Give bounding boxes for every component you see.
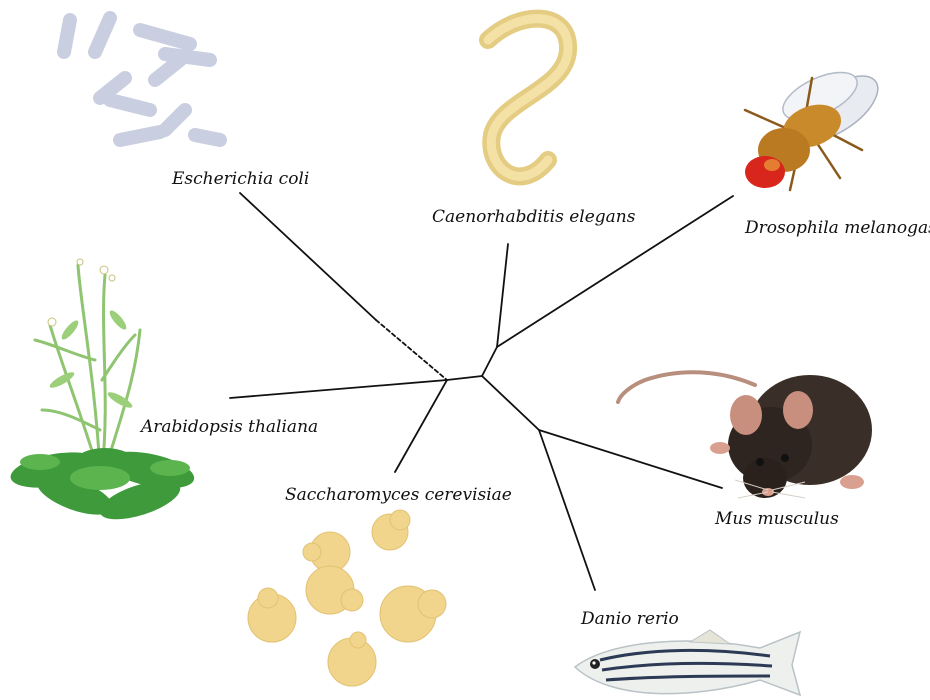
label-danio-rerio: Danio rerio [580,609,679,629]
escherichia-coli-illustration [64,18,220,140]
caenorhabditis-elegans-illustration [488,19,568,177]
label-escherichia-coli: Escherichia coli [171,169,309,189]
drosophila-melanogaster-illustration [745,63,888,190]
danio-rerio-illustration [575,630,800,695]
label-saccharomyces-cerevisiae: Saccharomyces cerevisiae [285,485,512,505]
label-arabidopsis-thaliana: Arabidopsis thaliana [139,417,318,437]
branch-escherichia-coli-dashed [376,320,447,380]
label-caenorhabditis-elegans: Caenorhabditis elegans [432,207,636,227]
branch-danio-rerio [539,430,595,590]
branch-mus-musculus [539,430,722,488]
branch-saccharomyces-cerevisiae [395,380,447,472]
tree-branches [230,193,733,590]
branch-internal-upper [482,347,497,376]
branch-caenorhabditis-elegans [497,244,508,347]
arabidopsis-thaliana-illustration [8,259,197,527]
label-mus-musculus: Mus musculus [714,509,839,529]
branch-internal-root [447,376,482,380]
branch-internal-lower [482,376,539,430]
branch-arabidopsis-thaliana [230,380,447,398]
label-drosophila-melanogaster: Drosophila melanogaster [744,218,930,238]
mus-musculus-illustration [618,372,872,498]
saccharomyces-cerevisiae-illustration [248,510,446,686]
branch-escherichia-coli [240,193,376,320]
